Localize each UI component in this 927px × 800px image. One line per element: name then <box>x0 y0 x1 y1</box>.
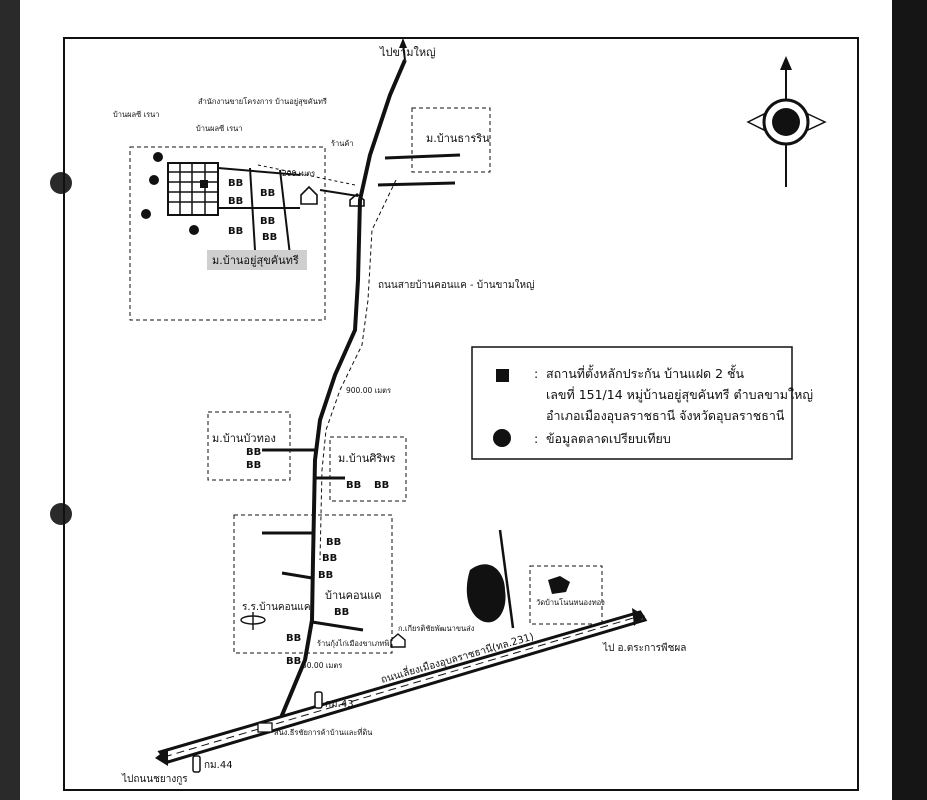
highway-centerline <box>163 615 641 758</box>
pond-shape <box>466 564 506 623</box>
map-frame <box>63 37 859 791</box>
distance-line <box>257 164 356 186</box>
village-yusuk-box <box>129 146 326 321</box>
legend-item1-line2: เลขที่ 151/14 หมู่บ้านอยู่สุขคันทรี ตำบล… <box>546 386 813 403</box>
house-glyph: BB <box>228 178 243 189</box>
village-yusuk-label-bg <box>207 250 307 270</box>
route-dash <box>319 179 397 561</box>
estate-grid <box>167 162 301 256</box>
branch-road <box>281 571 313 580</box>
temple-box <box>529 565 603 625</box>
gas-station-icon <box>390 633 406 648</box>
label-village-yusuk: ม.บ้านอยู่สุขคันทรี <box>212 254 299 267</box>
house-glyph: BB <box>286 633 301 644</box>
label-north-road: ไปขามใหญ่ <box>379 46 435 59</box>
north-arrow-icon <box>746 56 827 187</box>
house-glyph: BB <box>260 216 275 227</box>
label-school: ร.ร.บ้านคอนแค <box>242 601 311 613</box>
label-land-office: สนง.ธีรชัยการค้าบ้านและที่ดิน <box>274 727 372 737</box>
temple-icon <box>548 576 570 594</box>
label-to-phibun: ไป อ.ตระการพืชผล <box>602 642 686 654</box>
village-tharin-box <box>411 107 491 173</box>
right-border <box>892 0 927 800</box>
house-glyph: BB <box>228 196 243 207</box>
house-glyph: BB <box>228 226 243 237</box>
legend-item2: ข้อมูลตลาดเปรียบเทียบ <box>546 431 671 447</box>
label-shop: ร้านค้า <box>331 139 354 148</box>
village-khonkhae-box <box>233 514 393 654</box>
school-icon <box>240 612 266 630</box>
highway <box>157 610 648 764</box>
km-marker-icon <box>192 691 323 773</box>
label-village-buathong: ม.บ้านบัวทอง <box>212 432 276 445</box>
house-glyph: BB <box>374 480 389 491</box>
house-glyph: BB <box>322 553 337 564</box>
branch-road <box>319 189 359 197</box>
label-dist-900: 900.00 เมตร <box>346 386 391 395</box>
house-glyph: BB <box>346 480 361 491</box>
label-village-siriphon: ม.บ้านศิริพร <box>338 452 396 465</box>
legend-dot-icon <box>493 429 511 447</box>
house-glyph: BB <box>318 570 333 581</box>
legend-item1-line1: สถานที่ตั้งหลักประกัน บ้านแฝด 2 ชั้น <box>546 364 745 381</box>
label-house-sold-1: บ้านผลซี เรนา <box>113 110 160 119</box>
market-compare-dots <box>141 152 199 235</box>
office-icon <box>257 722 273 733</box>
label-to-yasothon: ไปถนนชยางกูร <box>121 773 188 785</box>
house-glyph: BB <box>246 447 261 458</box>
label-market: ร้านกุ้งไก่เมืองขาเภทพิ <box>317 639 389 648</box>
label-dist-50: 50.00 เมตร <box>302 661 342 670</box>
house-glyph: BB <box>334 607 349 618</box>
label-village-khonkhae: บ้านคอนแค <box>325 589 382 602</box>
label-km43: กม.43 <box>325 699 354 710</box>
label-road-khonkhae: ถนนสายบ้านคอนแค - บ้านขามใหญ่ <box>378 279 535 291</box>
village-siriphon-box <box>329 436 407 502</box>
label-village-tharin: ม.บ้านธารริน <box>426 132 490 145</box>
label-temple: วัดบ้านโนนหนองทอง <box>536 598 605 607</box>
main-road <box>278 59 407 721</box>
punch-hole <box>50 172 72 194</box>
label-house-sold-2: บ้านผลซี เรนา <box>196 124 243 133</box>
arrowhead-icon <box>155 748 168 766</box>
punch-hole <box>50 503 72 525</box>
arrowhead-icon <box>632 608 645 626</box>
legend-colon-1: : <box>534 366 538 381</box>
legend-item1-line3: อำเภอเมืองอุบลราชธานี จังหวัดอุบลราชธานี <box>546 408 785 424</box>
house-icon <box>300 185 365 207</box>
house-glyph: BB <box>326 537 341 548</box>
legend-colon-2: : <box>534 431 538 446</box>
label-km44: กม.44 <box>204 760 233 771</box>
branch-road <box>498 529 515 629</box>
label-sales-office: สำนักงานขายโครงการ บ้านอยู่สุขคันทรี <box>198 97 327 106</box>
legend-square-icon <box>496 369 509 382</box>
house-glyph: BB <box>246 460 261 471</box>
legend-box <box>471 346 793 460</box>
house-glyph: BB <box>286 656 301 667</box>
branch-road <box>311 620 364 632</box>
house-glyph: BB <box>262 232 277 243</box>
label-gas-station: ก.เกียรติชัยพัฒนาขนส่ง <box>398 624 475 633</box>
arrowhead-icon <box>399 38 407 48</box>
village-buathong-box <box>207 411 291 481</box>
branch-road <box>377 181 456 187</box>
house-glyph: BB <box>260 188 275 199</box>
label-dist-200: 200 เมตร <box>282 169 315 178</box>
branch-road <box>384 153 461 160</box>
